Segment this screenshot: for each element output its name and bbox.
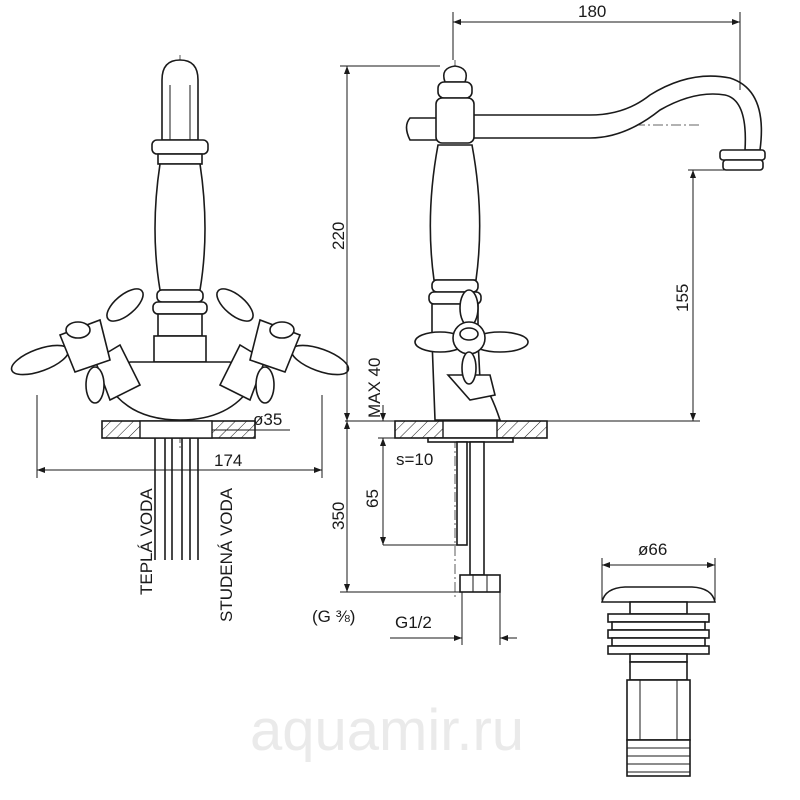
hot-handle	[10, 288, 144, 404]
thread-label-front: (G ⅜)	[312, 607, 355, 626]
dim-height: 220	[329, 222, 348, 250]
dim-width: 174	[214, 451, 242, 470]
label-cold-water: STUDENÁ VODA	[217, 487, 236, 622]
dim-plate-thickness: s=10	[396, 450, 433, 469]
dim-plate-diameter: ø35	[253, 410, 282, 429]
cold-handle	[216, 288, 350, 404]
watermark: aquamir.ru	[250, 698, 524, 763]
dim-reach: 180	[578, 2, 606, 21]
front-view: 174 ø35 TEPLÁ VODA STUDENÁ VODA (G ⅜)	[10, 55, 355, 626]
thread-label-side: G1/2	[395, 613, 432, 632]
dim-hose-length: 350	[329, 502, 348, 530]
dim-max-thickness: MAX 40	[365, 358, 384, 418]
side-handle	[414, 289, 529, 401]
label-hot-water: TEPLÁ VODA	[137, 488, 156, 595]
dim-drain-diameter: ø66	[638, 540, 667, 559]
side-view: 180 220 155 MAX 40 s=10 65 350 G1/2	[329, 2, 766, 645]
dim-pipe-length: 65	[363, 489, 382, 508]
drain-view: ø66	[601, 540, 716, 777]
dim-spout-height: 155	[673, 284, 692, 312]
